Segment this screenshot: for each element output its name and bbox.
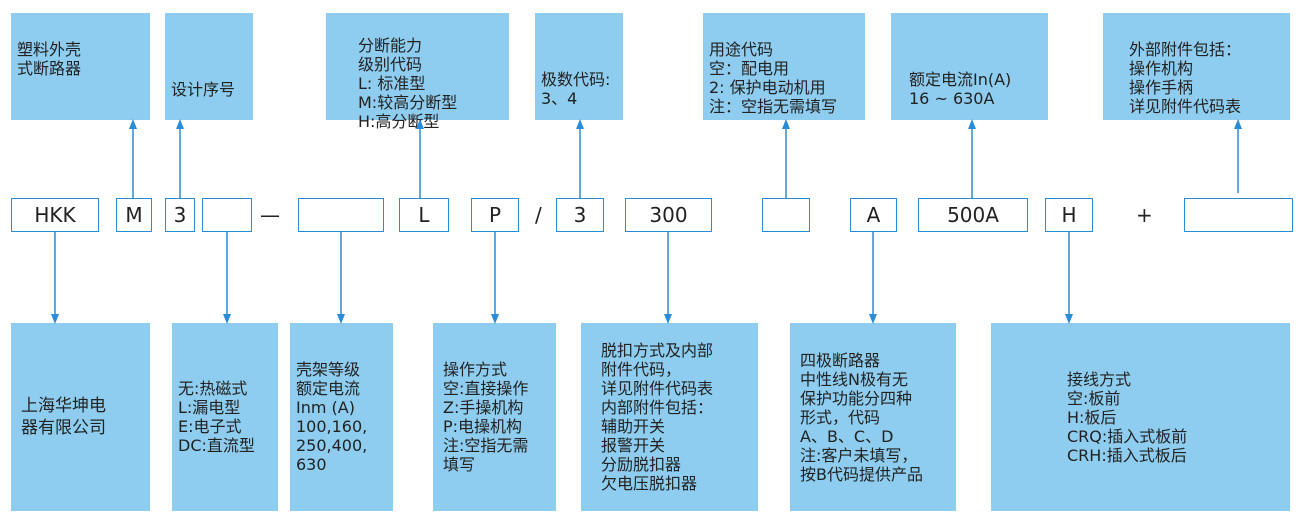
top-box-usage: 用途代码 空：配电用 2: 保护电动机用 注：空指无需填写 xyxy=(703,13,865,120)
bottom-box-release-type: 无:热磁式 L:漏电型 E:电子式 DC:直流型 xyxy=(172,323,278,511)
bottom-box-trip-method: 脱扣方式及内部 附件代码， 详见附件代码表 内部附件包括： 辅助开关 报警开关 … xyxy=(581,323,758,511)
code-empty-frame xyxy=(298,198,384,232)
bottom-box-manufacturer: 上海华坤电 器有限公司 xyxy=(11,323,150,511)
code-500a: 500A xyxy=(918,198,1028,232)
top-box-design-serial: 设计序号 xyxy=(165,13,253,120)
top-box-breaking-capacity: 分断能力 级别代码 L: 标准型 M:较高分断型 H:高分断型 xyxy=(326,13,509,131)
bottom-box-text: 四极断路器 中性线N极有无 保护功能分四种 形式，代码 A、B、C、D 注:客户… xyxy=(800,350,923,484)
code-l: L xyxy=(399,198,449,232)
top-box-text: 塑料外壳 式断路器 xyxy=(17,40,82,78)
bottom-box-wiring-mode: 接线方式 空:板前 H:板后 CRQ:插入式板前 CRH:插入式板后 xyxy=(991,323,1290,511)
bottom-box-text: 无:热磁式 L:漏电型 E:电子式 DC:直流型 xyxy=(178,379,255,455)
bottom-box-text: 上海华坤电 器有限公司 xyxy=(21,396,106,438)
code-empty-usage xyxy=(762,198,810,232)
top-box-company-type: 塑料外壳 式断路器 xyxy=(11,13,150,120)
top-box-text: 设计序号 xyxy=(171,80,236,99)
bottom-box-text: 接线方式 空:板前 H:板后 CRQ:插入式板前 CRH:插入式板后 xyxy=(1067,369,1188,465)
top-box-text: 用途代码 空：配电用 2: 保护电动机用 注：空指无需填写 xyxy=(709,40,838,116)
bottom-box-four-pole: 四极断路器 中性线N极有无 保护功能分四种 形式，代码 A、B、C、D 注:客户… xyxy=(790,323,956,511)
top-box-rated-current: 额定电流In(A) 16 ~ 630A xyxy=(891,13,1048,120)
bottom-box-operation-mode: 操作方式 空:直接操作 Z:手操机构 P:电操机构 注:空指无需 填写 xyxy=(433,323,556,511)
bottom-box-text: 脱扣方式及内部 附件代码， 详见附件代码表 内部附件包括： 辅助开关 报警开关 … xyxy=(601,341,714,493)
top-box-poles: 极数代码: 3、4 xyxy=(535,13,623,120)
bottom-box-text: 操作方式 空:直接操作 Z:手操机构 P:电操机构 注:空指无需 填写 xyxy=(443,360,529,474)
separator-slash: / xyxy=(535,203,542,227)
top-box-text: 外部附件包括： 操作机构 操作手柄 详见附件代码表 xyxy=(1129,40,1242,116)
code-a: A xyxy=(850,198,897,232)
top-box-accessories: 外部附件包括： 操作机构 操作手柄 详见附件代码表 xyxy=(1103,13,1290,120)
code-empty-release xyxy=(202,198,252,232)
top-box-text: 分断能力 级别代码 L: 标准型 M:较高分断型 H:高分断型 xyxy=(358,36,458,131)
bottom-box-frame-rating: 壳架等级 额定电流 Inm (A) 100,160, 250,400, 630 xyxy=(290,323,393,511)
code-3: 3 xyxy=(165,198,195,232)
code-3-poles: 3 xyxy=(556,198,604,232)
code-h: H xyxy=(1045,198,1093,232)
code-300: 300 xyxy=(625,198,712,232)
bottom-box-text: 壳架等级 额定电流 Inm (A) 100,160, 250,400, 630 xyxy=(296,360,368,474)
top-box-text: 额定电流In(A) 16 ~ 630A xyxy=(909,70,1012,108)
top-box-text: 极数代码: 3、4 xyxy=(541,70,611,108)
separator-dash: — xyxy=(260,203,280,227)
code-empty-accessories xyxy=(1184,198,1293,232)
code-hkk: HKK xyxy=(11,198,99,232)
separator-plus: + xyxy=(1136,203,1153,227)
code-m: M xyxy=(116,198,152,232)
code-p: P xyxy=(471,198,519,232)
